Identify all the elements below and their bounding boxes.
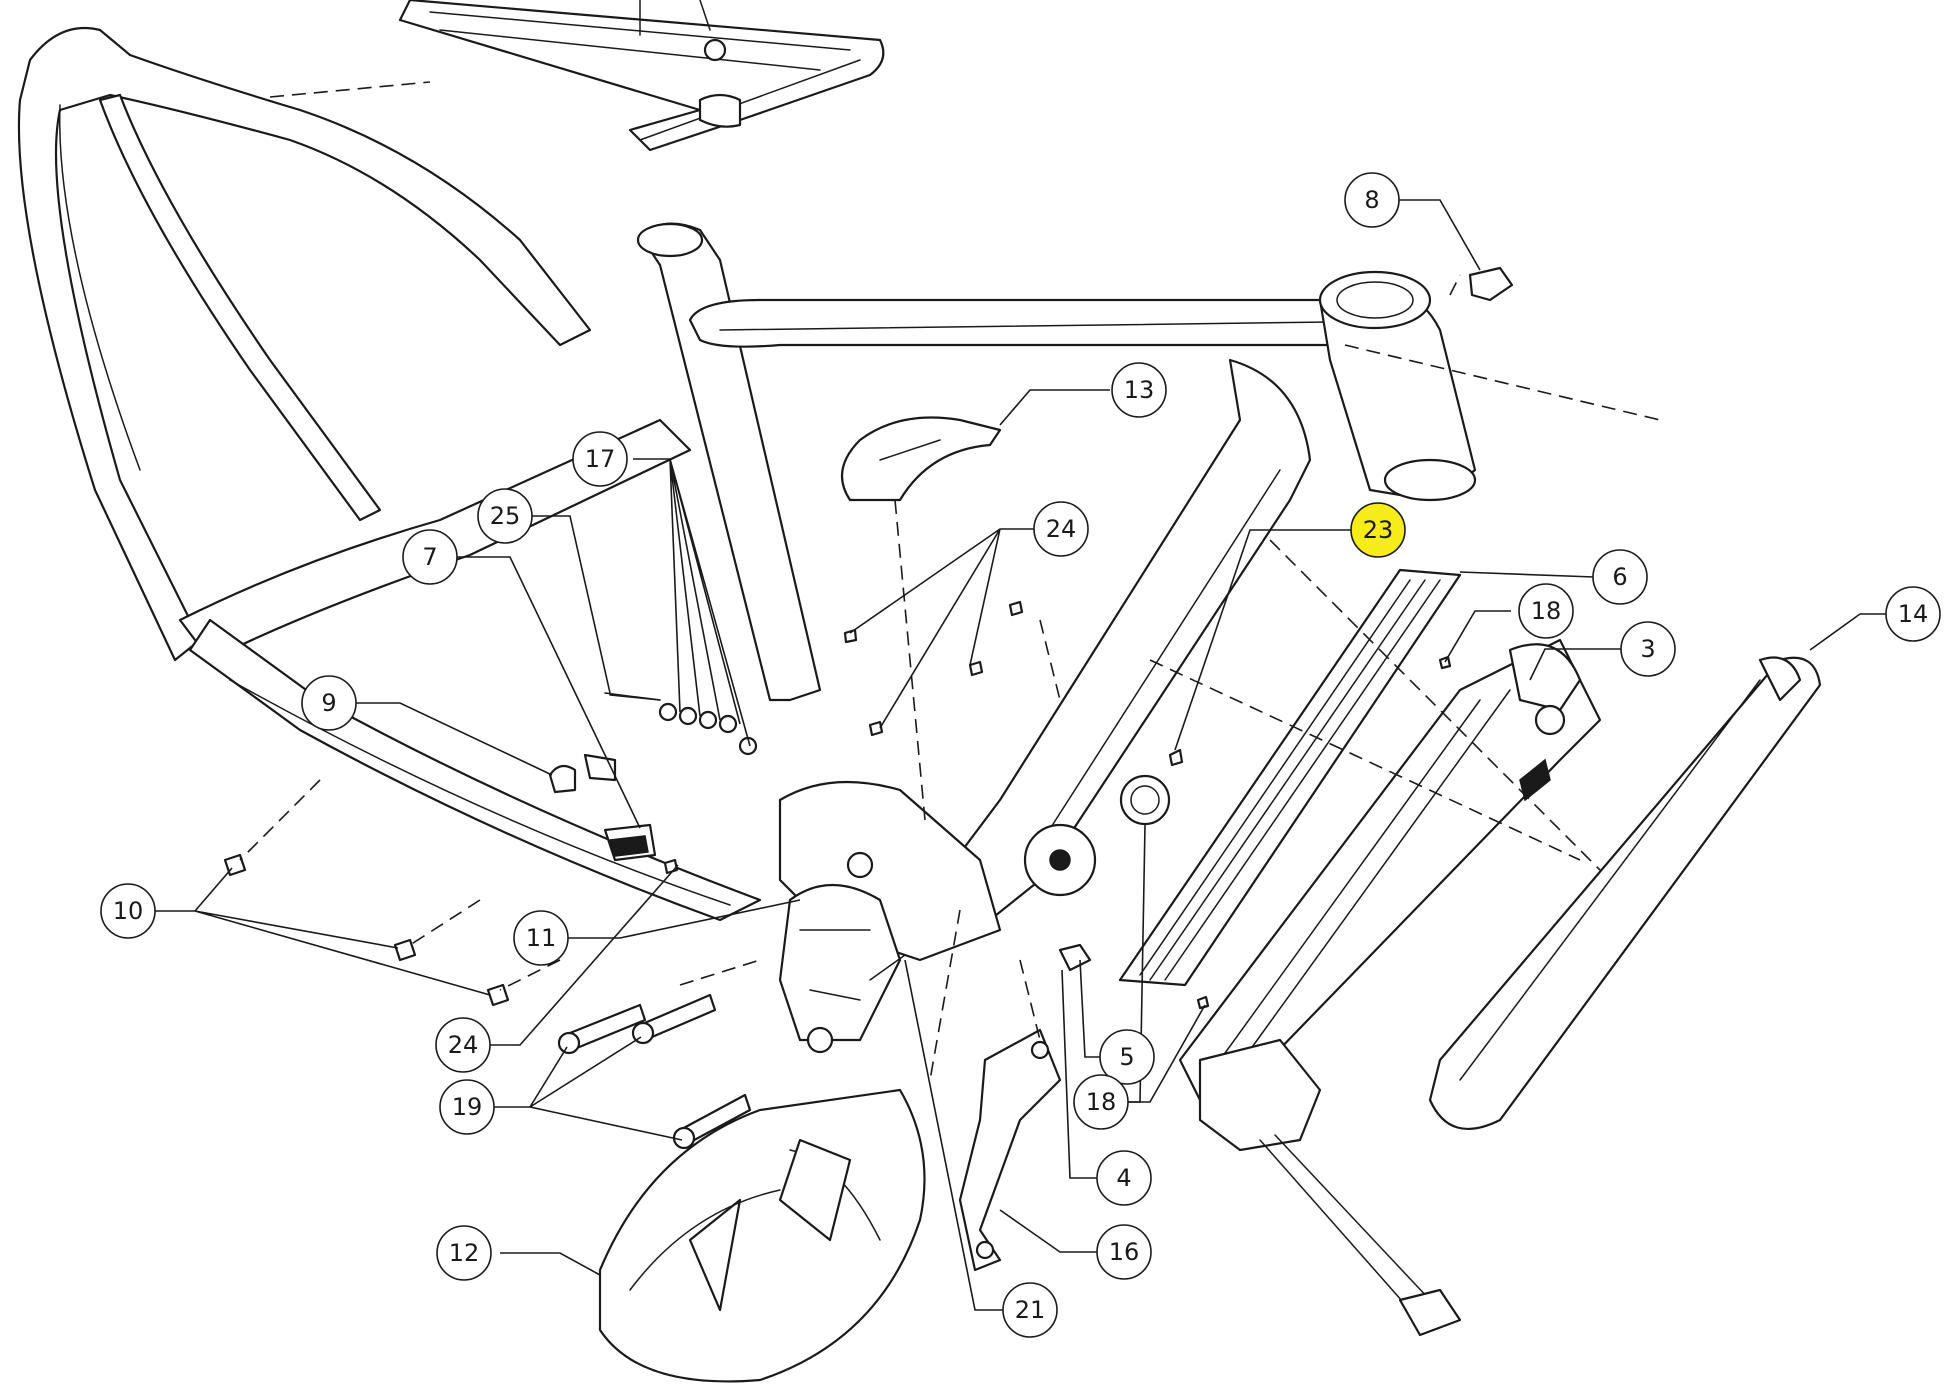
callout-16: 16 xyxy=(1096,1224,1152,1280)
callout-23: 23 xyxy=(1350,502,1406,558)
callout-3-label: 3 xyxy=(1640,635,1655,663)
callout-8-label: 8 xyxy=(1364,186,1379,214)
callout-18-upper-label: 18 xyxy=(1531,597,1562,625)
callout-14-label: 14 xyxy=(1898,600,1929,628)
assembly-lines xyxy=(239,81,1661,1081)
small-parts xyxy=(223,266,1514,1150)
callout-24-upper: 24 xyxy=(1033,501,1089,557)
callout-3: 3 xyxy=(1620,621,1676,677)
callout-4: 4 xyxy=(1096,1150,1152,1206)
callout-6: 6 xyxy=(1592,549,1648,605)
callout-21-label: 21 xyxy=(1015,1296,1046,1324)
callout-10: 10 xyxy=(100,883,156,939)
callout-5: 5 xyxy=(1099,1029,1155,1085)
battery-pack xyxy=(1178,638,1602,1337)
battery-rail xyxy=(1118,568,1462,987)
callout-7: 7 xyxy=(402,529,458,585)
callout-12-label: 12 xyxy=(449,1239,480,1267)
callout-17-label: 17 xyxy=(585,445,616,473)
callout-13-label: 13 xyxy=(1124,376,1155,404)
cover-plate xyxy=(840,416,1002,502)
motor-bracket xyxy=(778,884,902,1054)
callout-9: 9 xyxy=(301,675,357,731)
callout-10-label: 10 xyxy=(113,897,144,925)
callout-16-label: 16 xyxy=(1109,1238,1140,1266)
callout-5-label: 5 xyxy=(1119,1043,1134,1071)
dropout-bracket xyxy=(958,1028,1062,1272)
down-tube-cover xyxy=(1428,656,1822,1130)
callout-18-lower: 18 xyxy=(1073,1074,1129,1130)
callout-12: 12 xyxy=(436,1225,492,1281)
callout-19-label: 19 xyxy=(452,1093,483,1121)
motor-cover xyxy=(598,1088,926,1383)
callout-25: 25 xyxy=(477,488,533,544)
callout-6-label: 6 xyxy=(1612,563,1627,591)
callout-23-label: 23 xyxy=(1363,516,1394,544)
callout-24-lower: 24 xyxy=(435,1017,491,1073)
callout-18-upper: 18 xyxy=(1518,583,1574,639)
callouts: 3 4 5 6 7 8 9 10 11 12 13 14 16 17 18 18… xyxy=(100,172,1941,1338)
callout-8: 8 xyxy=(1344,172,1400,228)
callout-24-upper-label: 24 xyxy=(1046,515,1077,543)
callout-9-label: 9 xyxy=(321,689,336,717)
callout-13: 13 xyxy=(1111,362,1167,418)
callout-17: 17 xyxy=(572,431,628,487)
callout-18-lower-label: 18 xyxy=(1086,1088,1117,1116)
callout-19: 19 xyxy=(439,1079,495,1135)
callout-7-label: 7 xyxy=(422,543,437,571)
callout-11: 11 xyxy=(513,910,569,966)
leader-lines xyxy=(155,199,1886,1311)
luggage-rack xyxy=(398,0,885,152)
callout-25-label: 25 xyxy=(490,502,521,530)
callout-4-label: 4 xyxy=(1116,1164,1131,1192)
callout-14: 14 xyxy=(1885,586,1941,642)
callout-11-label: 11 xyxy=(526,924,557,952)
bike-frame xyxy=(17,26,1477,962)
callout-24-lower-label: 24 xyxy=(448,1031,479,1059)
callout-21: 21 xyxy=(1002,1282,1058,1338)
